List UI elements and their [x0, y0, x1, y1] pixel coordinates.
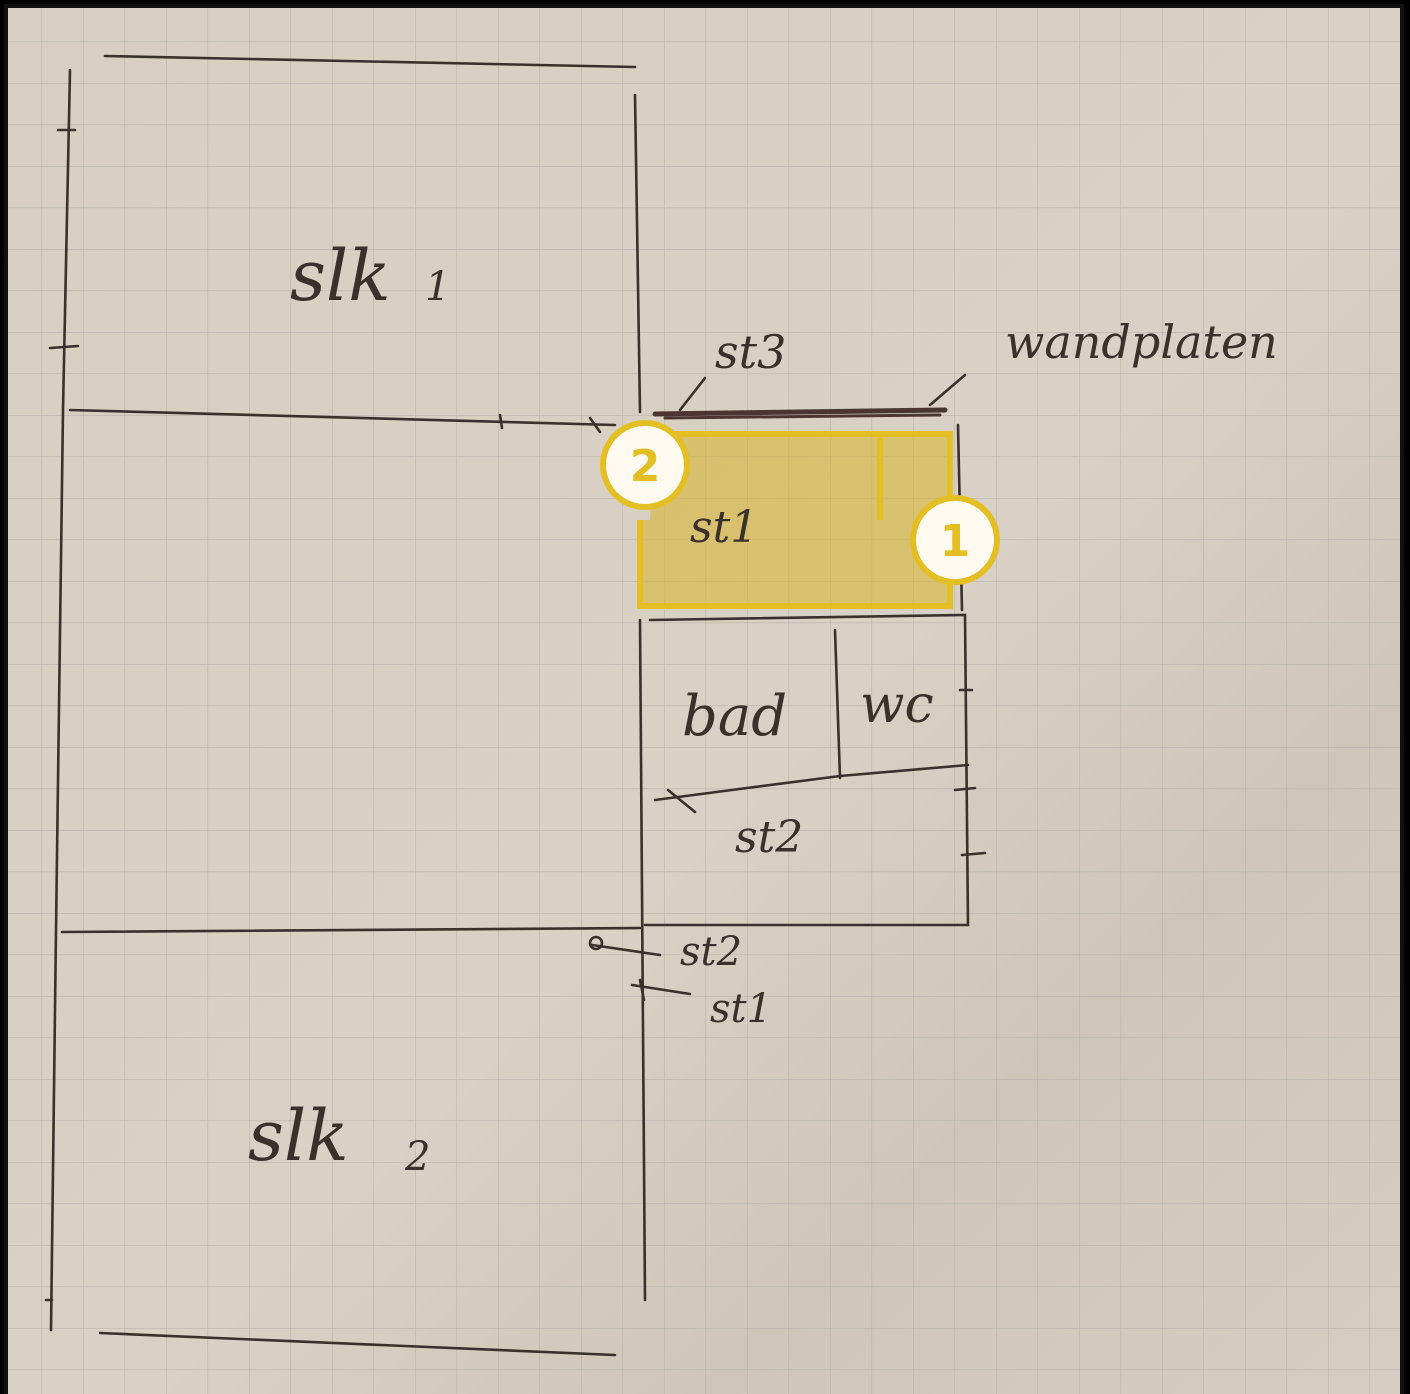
- left-tick-2: [48, 344, 80, 350]
- wall-top: [103, 54, 637, 69]
- wall-plate-strip: [652, 407, 948, 420]
- st2-tick: [666, 788, 697, 814]
- label-st2-middle: st2: [735, 812, 803, 863]
- slk1-tick-1: [498, 413, 504, 430]
- wall-bath-wc-divider: [833, 628, 842, 780]
- wall-lines: [44, 54, 987, 1357]
- wall-bath-outline: [643, 613, 970, 927]
- door-st1-tick: [638, 978, 646, 1002]
- wall-bottom: [98, 1331, 617, 1357]
- wall-tick-2: [953, 786, 977, 792]
- door-hinge: [588, 935, 604, 951]
- label-slk2-sub: 2: [404, 1134, 430, 1180]
- label-st2-door: st2: [680, 929, 742, 975]
- wall-slk2-right: [638, 618, 647, 1302]
- label-slk2: slk: [248, 1095, 349, 1177]
- wall-slk2-top: [60, 926, 642, 934]
- label-st1-door: st1: [710, 986, 772, 1032]
- label-st3: st3: [715, 325, 786, 379]
- wall-bath-bottom: [653, 774, 842, 802]
- st3-leader: [678, 376, 707, 412]
- highlight-area: [637, 431, 953, 609]
- label-st1-highlight: st1: [690, 502, 758, 553]
- wall-tick-3: [960, 851, 987, 857]
- label-bad: bad: [682, 684, 787, 749]
- wall-wc-bottom: [838, 763, 970, 778]
- wall-slk1-bottom: [68, 408, 617, 427]
- grid-paper: [8, 8, 1400, 1394]
- label-wc: wc: [860, 675, 934, 735]
- marker-1-number: 1: [940, 516, 971, 567]
- wall-left: [49, 68, 72, 1332]
- image-frame: [4, 4, 1404, 1394]
- marker-2-number: 2: [630, 441, 661, 492]
- label-slk1-sub: 1: [425, 264, 450, 310]
- door-st2-line: [590, 943, 662, 957]
- wandplaten-leader: [928, 373, 967, 407]
- marker-1: 1: [910, 495, 1000, 585]
- marker-2: 2: [600, 420, 690, 510]
- label-slk1: slk: [290, 235, 391, 317]
- wall-slk1-right: [633, 93, 642, 414]
- label-wandplaten: wandplaten: [1005, 315, 1278, 369]
- slk1-tick-2: [588, 416, 602, 434]
